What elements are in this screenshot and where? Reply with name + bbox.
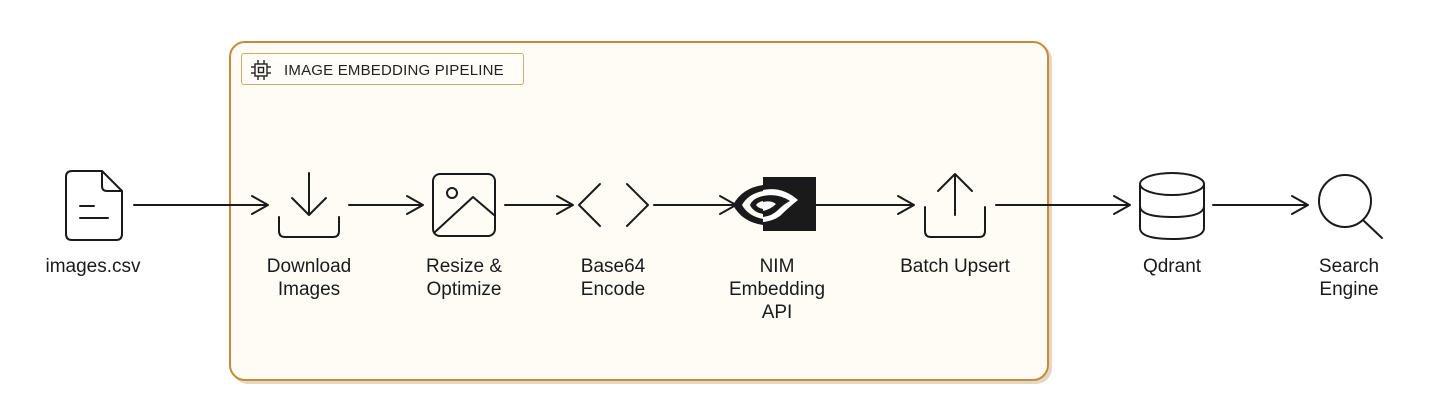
connector-nim-upsert: [815, 195, 915, 215]
node-label-search: Search Engine: [1318, 256, 1380, 300]
node-label-nim: NIM Embedding API: [728, 256, 826, 323]
node-label-qdrant: Qdrant: [1142, 256, 1202, 277]
download-icon: [278, 172, 340, 238]
connector-upsert-qdrant: [995, 195, 1131, 215]
connector-encode-nim: [653, 195, 737, 215]
node-label-resize: Resize & Optimize: [425, 256, 503, 300]
pipeline-group-title: IMAGE EMBEDDING PIPELINE: [241, 53, 524, 85]
image-icon: [432, 173, 496, 237]
connector-csv-download: [133, 195, 269, 215]
file-icon: [65, 170, 123, 241]
connector-resize-encode: [504, 195, 574, 215]
connector-download-resize: [348, 195, 424, 215]
node-label-upsert: Batch Upsert: [900, 256, 1010, 277]
connector-qdrant-search: [1212, 195, 1309, 215]
nvidia-logo-icon: [733, 177, 816, 231]
database-icon: [1139, 172, 1205, 240]
search-icon: [1318, 174, 1383, 239]
pipeline-group: [229, 41, 1049, 381]
node-label-csv: images.csv: [45, 256, 141, 277]
upload-icon: [924, 173, 986, 238]
code-brackets-icon: [578, 183, 649, 227]
node-label-encode: Base64 Encode: [580, 256, 646, 300]
cpu-chip-icon: [251, 60, 271, 80]
pipeline-group-title-text: IMAGE EMBEDDING PIPELINE: [284, 62, 504, 79]
node-label-download: Download Images: [266, 256, 352, 300]
